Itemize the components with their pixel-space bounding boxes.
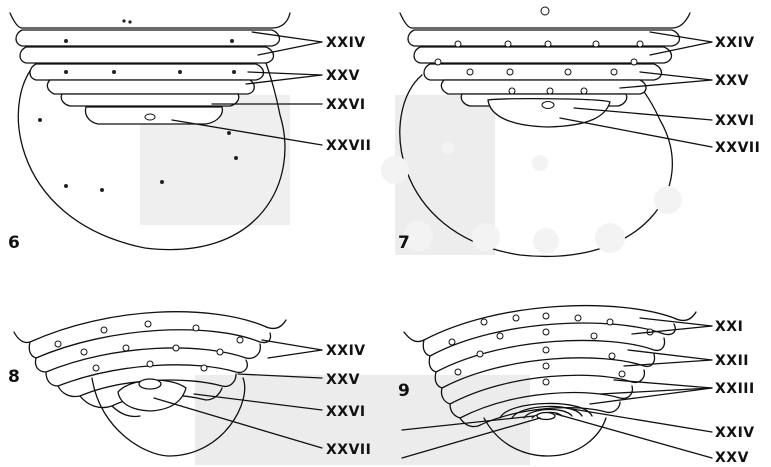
label-xxvii: XXVII (326, 138, 371, 154)
label-xxii: XXII (715, 353, 749, 369)
label-xxvi: XXVI (326, 97, 366, 113)
figure-number: 8 (8, 367, 20, 387)
label-xxiv: XXIV (326, 343, 366, 359)
label-xxv: XXV (715, 73, 749, 89)
label-xxvi: XXVI (715, 113, 755, 129)
label-xxi: XXI (715, 319, 743, 335)
label-xxiii: XXIII (715, 381, 755, 397)
label-xxiv: XXIV (326, 35, 366, 51)
label-xxvi: XXVI (326, 404, 366, 420)
pit (145, 114, 155, 120)
label-xxvii: XXVII (326, 442, 371, 458)
figure-number: 7 (398, 233, 410, 253)
figure-number: 9 (398, 381, 410, 401)
label-xxiv: XXIV (715, 425, 755, 441)
label-xxv: XXV (715, 450, 749, 466)
pit (542, 102, 554, 109)
setae-dots (55, 321, 243, 371)
label-xxv: XXV (326, 68, 360, 84)
pit (139, 379, 161, 389)
label-xxvii: XXVII (715, 140, 760, 156)
label-xxiv: XXIV (715, 35, 755, 51)
figure-number: 6 (8, 233, 20, 253)
label-xxv: XXV (326, 372, 360, 388)
